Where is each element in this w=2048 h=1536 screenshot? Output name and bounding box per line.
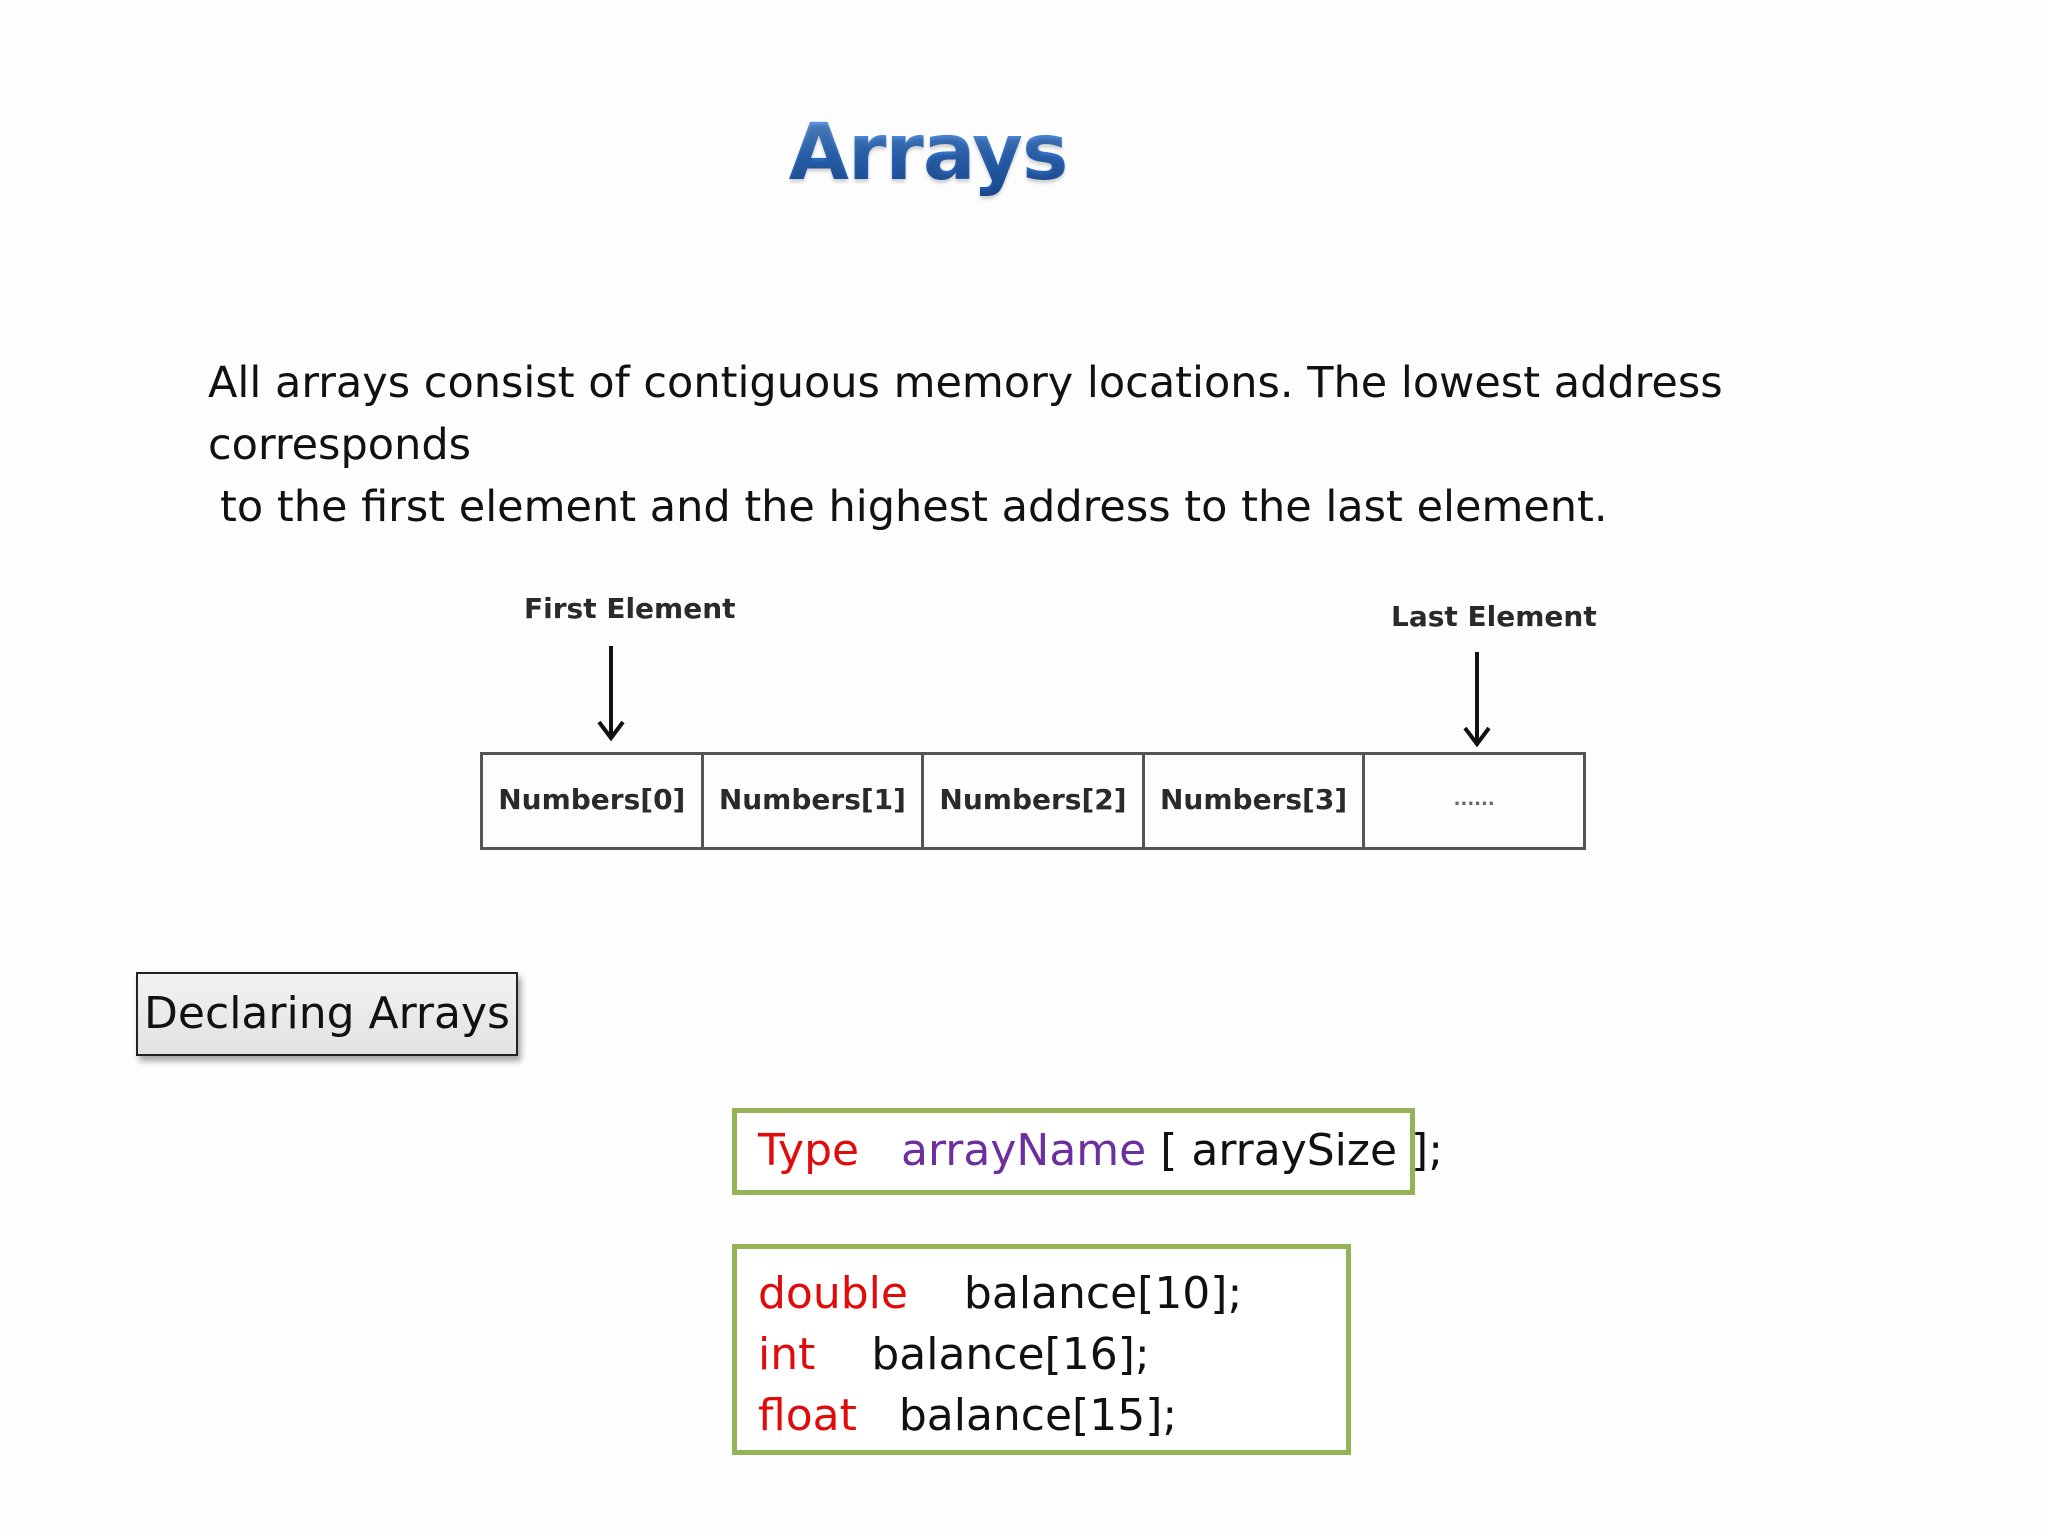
example-declaration: balance[10]; [963,1268,1243,1319]
syntax-box: Type arrayName [ arraySize ]; [732,1108,1443,1195]
example-type: int [758,1329,816,1380]
array-cell-ellipsis: ...... [1365,755,1586,847]
intro-paragraph: All arrays consist of contiguous memory … [208,352,1968,538]
example-type: double [758,1268,908,1319]
array-cell: Numbers[2] [924,755,1145,847]
array-cell: Numbers[3] [1145,755,1366,847]
first-element-label: First Element [524,592,736,625]
intro-line-2: to the first element and the highest add… [220,482,1608,532]
declaring-arrays-heading-box: Declaring Arrays [136,972,518,1056]
slide-title: Arrays [0,108,1856,198]
example-type: float [758,1390,857,1441]
syntax-array-size: [ arraySize ]; [1160,1125,1444,1176]
example-declaration: balance[15]; [898,1390,1178,1441]
syntax-array-name: arrayName [901,1125,1147,1176]
example-line: float balance[15]; [758,1385,1346,1446]
intro-line-1: All arrays consist of contiguous memory … [208,358,1723,470]
array-cells-row: Numbers[0] Numbers[1] Numbers[2] Numbers… [480,752,1586,850]
first-element-arrow-icon [597,646,625,742]
example-line: int balance[16]; [758,1324,1346,1385]
syntax-type: Type [758,1125,860,1176]
array-cell: Numbers[1] [704,755,925,847]
last-element-label: Last Element [1391,600,1597,633]
example-line: double balance[10]; [758,1263,1346,1324]
example-declaration: balance[16]; [871,1329,1150,1380]
last-element-arrow-icon [1463,652,1491,748]
examples-box: double balance[10]; int balance[16]; flo… [732,1244,1351,1455]
array-cell: Numbers[0] [483,755,704,847]
